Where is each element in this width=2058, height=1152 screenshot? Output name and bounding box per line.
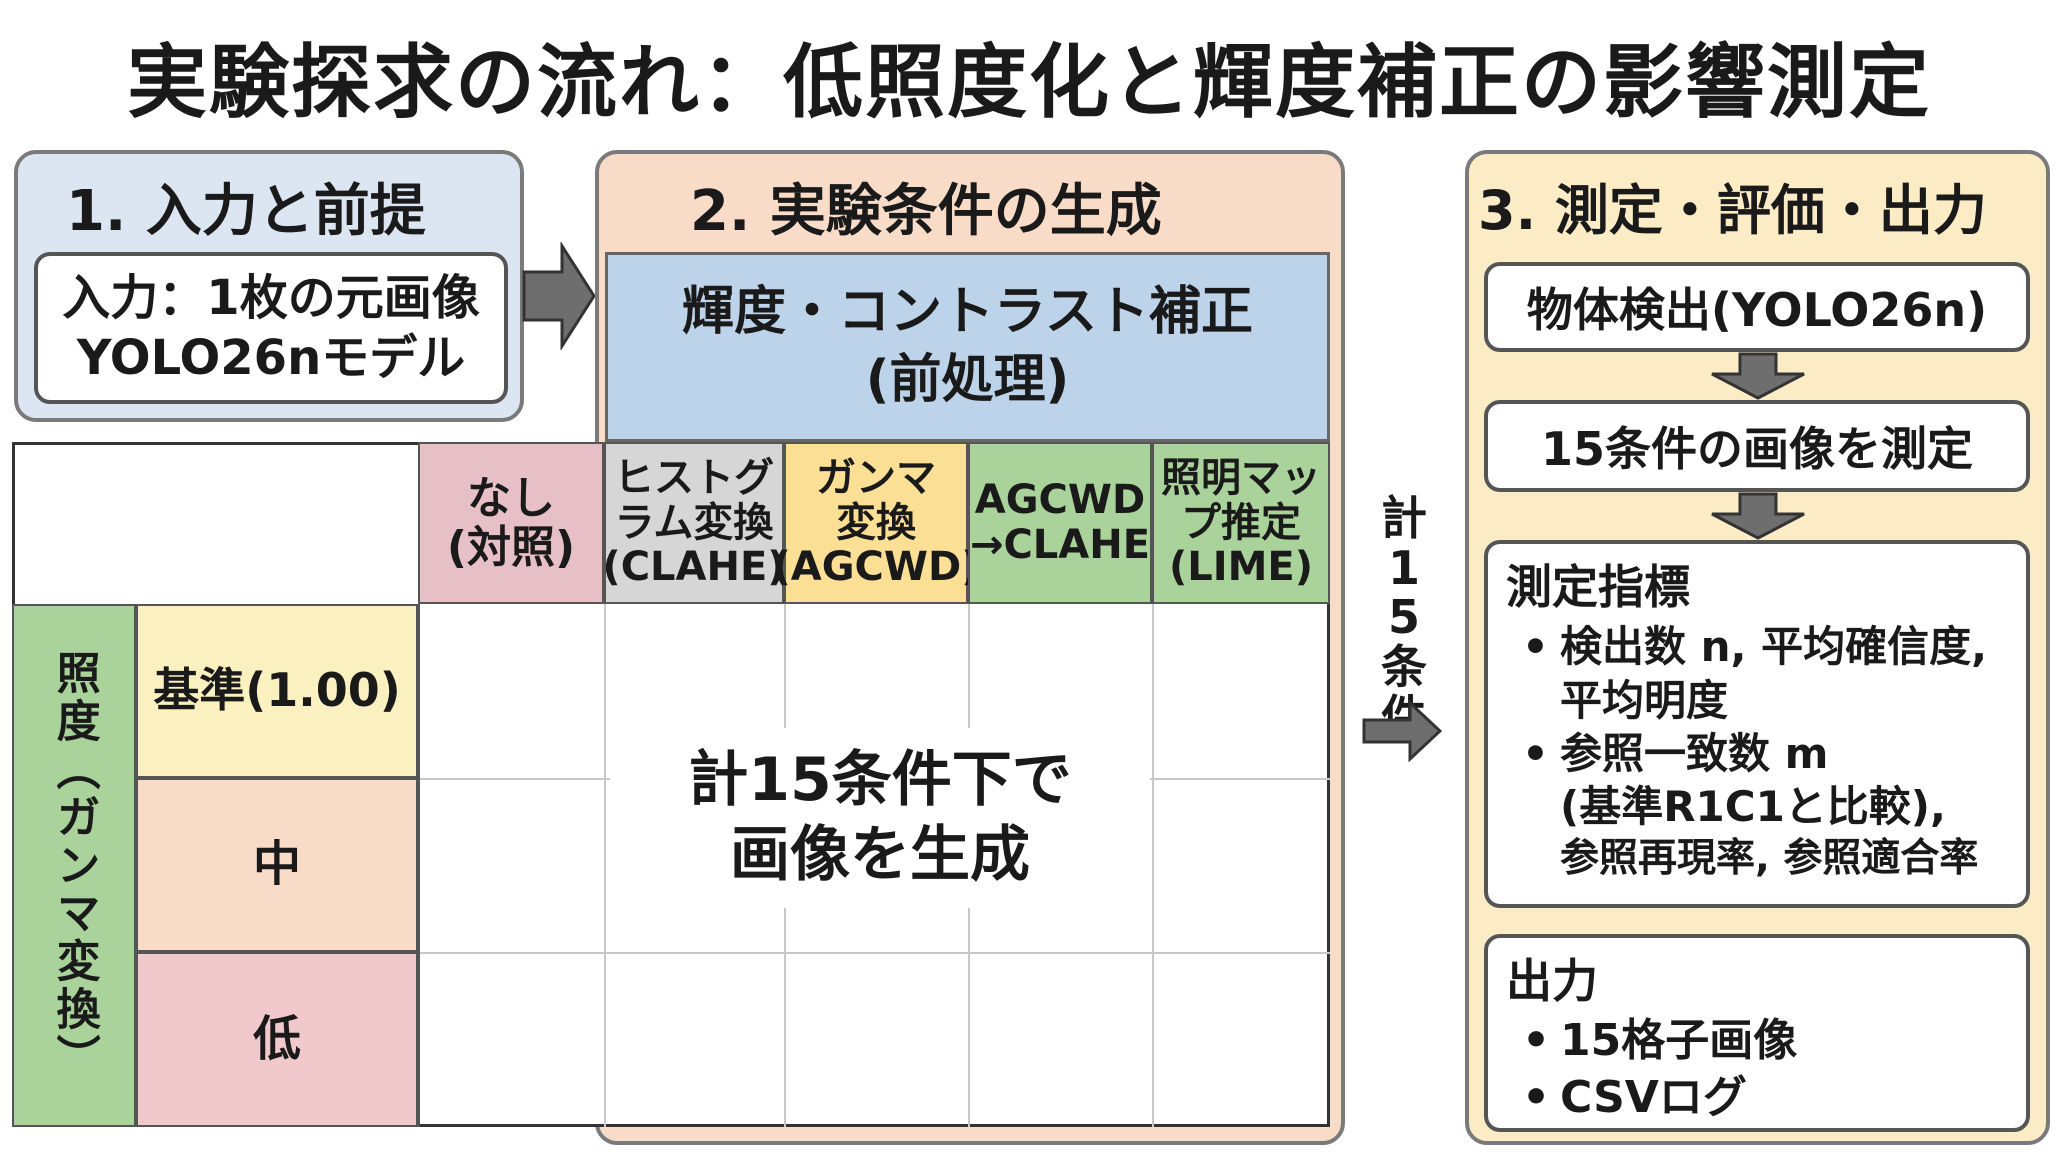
metric-reference-line1: 参照一致数 m <box>1560 729 1829 779</box>
row-label-base: 基準(1.00) <box>136 604 418 778</box>
column-header-none-line2: (対照) <box>446 522 576 573</box>
output-title: 出力 <box>1506 954 1598 1008</box>
measure-step: 15条件の画像を測定 <box>1484 400 2030 492</box>
column-header-clahe-line3: (CLAHE) <box>602 544 786 591</box>
grid-center-line1: 計15条件下で <box>688 745 1072 815</box>
row-axis-label-text: 照度（ガンマ変換） <box>48 649 100 1082</box>
grid-center-label: 計15条件下で 画像を生成 <box>610 728 1150 908</box>
metric-detection-item: 検出数 n, 平均確信度, 平均明度 <box>1506 620 2016 727</box>
grid-line <box>418 952 1330 954</box>
page-title: 実験探求の流れ：低照度化と輝度補正の影響測定 <box>127 36 1931 129</box>
column-header-lime-line2: プ推定 <box>1181 499 1301 546</box>
metric-detection-line1: 検出数 n, 平均確信度, <box>1560 622 1988 672</box>
down-arrow-icon <box>1711 352 1805 400</box>
input-box: 入力：1枚の元画像 YOLO26nモデル <box>34 252 508 404</box>
column-header-agcwd-clahe: AGCWD →CLAHE <box>968 442 1152 604</box>
column-header-clahe-line1: ヒストグ <box>614 454 774 501</box>
column-header-lime-line1: 照明マッ <box>1161 454 1321 501</box>
correction-header-subtitle: (前処理) <box>865 350 1070 410</box>
grid-line <box>1152 604 1154 1127</box>
grid-center-line2: 画像を生成 <box>730 820 1030 890</box>
correction-header: 輝度・コントラスト補正 (前処理) <box>605 252 1330 442</box>
grid-line <box>604 604 606 1127</box>
metric-detection-line2: 平均明度 <box>1560 675 1729 725</box>
metric-reference-line3: 参照再現率, 参照適合率 <box>1560 835 1979 881</box>
metrics-title: 測定指標 <box>1506 560 1690 614</box>
column-header-agcwd: ガンマ 変換 (AGCWD) <box>772 442 980 604</box>
metric-reference-item: 参照一致数 m (基準R1C1と比較), 参照再現率, 参照適合率 <box>1506 727 2016 883</box>
column-header-lime-line3: (LIME) <box>1168 544 1314 591</box>
column-header-agcwd-line2: 変換 <box>836 499 916 546</box>
output-csv-log: CSVログ <box>1506 1069 2016 1126</box>
down-arrow-icon <box>1711 492 1805 540</box>
output-box: 出力 15格子画像 CSVログ <box>1484 934 2030 1132</box>
column-header-agcwd-clahe-line1: AGCWD <box>974 477 1146 524</box>
detection-step: 物体検出(YOLO26n) <box>1484 262 2030 352</box>
right-arrow-icon <box>1362 700 1442 762</box>
column-header-none: なし (対照) <box>418 442 604 604</box>
column-header-clahe: ヒストグ ラム変換 (CLAHE) <box>602 442 786 604</box>
metric-reference-line2: (基準R1C1と比較), <box>1560 782 1946 832</box>
correction-header-title: 輝度・コントラスト補正 <box>682 282 1253 343</box>
input-panel-title: 1. 入力と前提 <box>66 179 426 244</box>
column-header-lime: 照明マッ プ推定 (LIME) <box>1152 442 1330 604</box>
input-image-label: 入力：1枚の元画像 <box>62 270 480 326</box>
row-axis-label: 照度（ガンマ変換） <box>12 604 136 1127</box>
output-grid-image: 15格子画像 <box>1506 1012 2016 1069</box>
column-header-agcwd-line1: ガンマ <box>816 454 936 501</box>
column-header-clahe-line2: ラム変換 <box>614 499 774 546</box>
row-label-mid: 中 <box>136 778 418 952</box>
column-header-none-line1: なし <box>467 472 555 524</box>
column-header-agcwd-line3: (AGCWD) <box>772 544 980 591</box>
column-header-agcwd-clahe-line2: →CLAHE <box>969 522 1151 568</box>
right-arrow-icon <box>522 242 596 350</box>
model-label: YOLO26nモデル <box>76 330 466 386</box>
row-label-low: 低 <box>136 952 418 1127</box>
measurement-panel-title: 3. 測定・評価・出力 <box>1478 179 1987 242</box>
metrics-box: 測定指標 検出数 n, 平均確信度, 平均明度 参照一致数 m (基準R1C1と… <box>1484 540 2030 908</box>
grid-line <box>418 604 420 1127</box>
conditions-panel-title: 2. 実験条件の生成 <box>690 179 1162 244</box>
